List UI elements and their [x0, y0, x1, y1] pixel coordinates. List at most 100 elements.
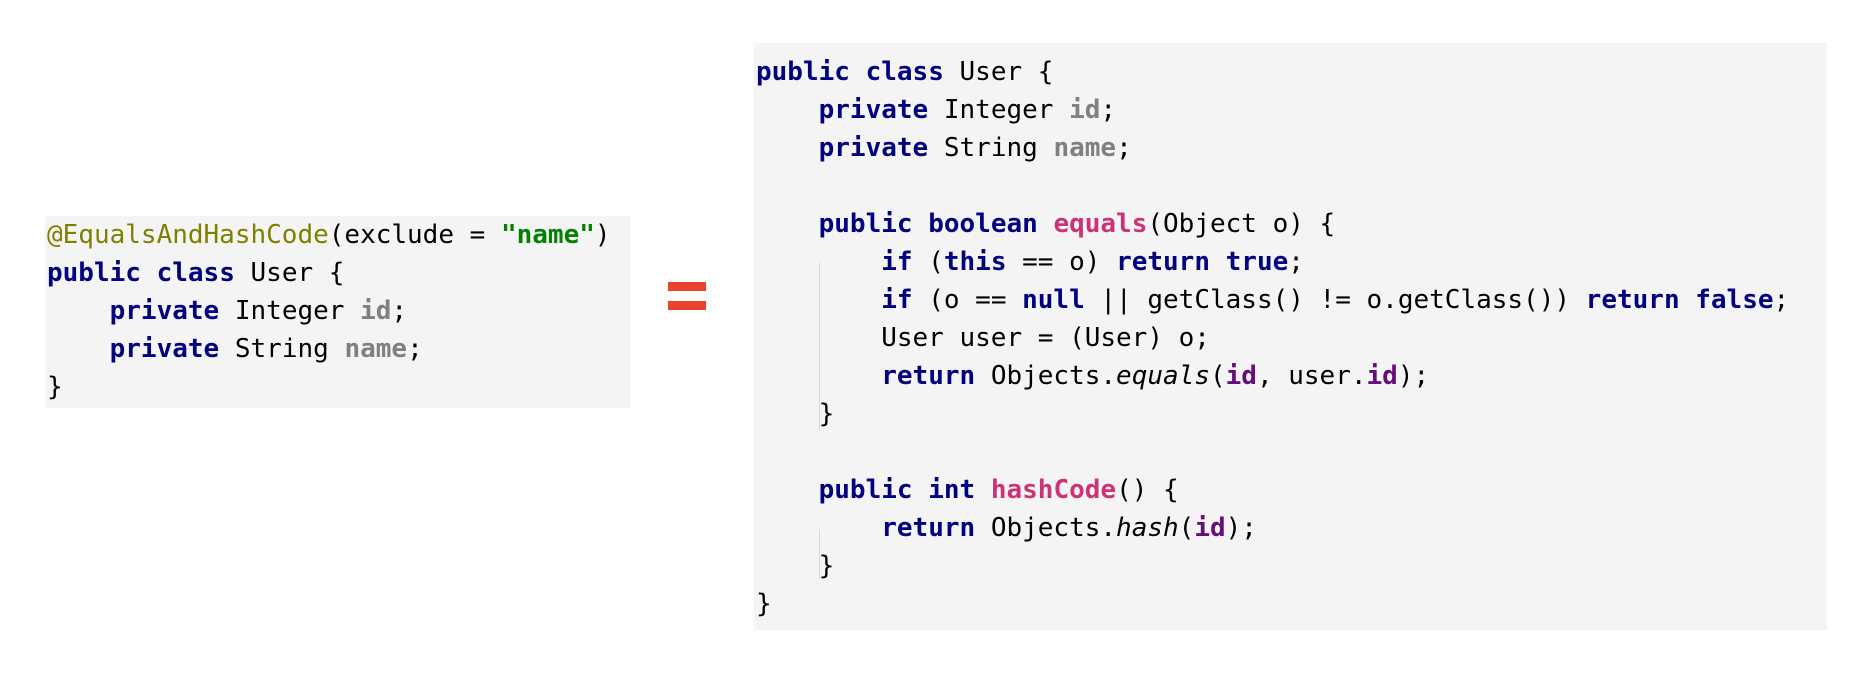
semicolon: ;: [407, 334, 423, 364]
keyword: class: [865, 57, 944, 87]
annotation-args-open: (exclude =: [328, 220, 501, 250]
semicolon: ;: [1100, 95, 1117, 125]
keyword: null: [1022, 285, 1085, 315]
class-ref: Objects.: [990, 361, 1117, 391]
code-line: public class User {: [47, 254, 630, 292]
code-line: public int hashCode() {: [756, 471, 1827, 509]
type-name: String: [234, 334, 329, 364]
semicolon: ;: [1773, 285, 1790, 315]
indent-guide: [819, 263, 820, 431]
equals-bar: [668, 301, 706, 310]
closing-brace: }: [756, 551, 835, 581]
code-line: User user = (User) o;: [756, 319, 1827, 357]
keyword: return: [881, 513, 976, 543]
annotation-args-close: ): [594, 220, 611, 250]
code-line: private String name;: [47, 330, 630, 368]
code-text: (: [928, 247, 944, 277]
type-name: String: [943, 133, 1038, 163]
vanilla-java-code-block: public class User { private Integer id; …: [754, 43, 1827, 630]
paren: );: [1225, 513, 1257, 543]
keyword: int: [928, 475, 976, 505]
keyword: private: [818, 95, 929, 125]
code-text: == o): [1022, 247, 1117, 277]
code-line: }: [756, 547, 1827, 585]
closing-brace: }: [756, 399, 835, 429]
equals-sign-icon: [668, 282, 706, 312]
code-line: public class User {: [756, 53, 1827, 91]
keyword: private: [109, 334, 220, 364]
indent: [756, 247, 881, 277]
type-name: Integer: [234, 296, 345, 326]
field-ref: id: [1225, 361, 1257, 391]
keyword: public: [47, 258, 141, 288]
indent: [47, 296, 110, 326]
indent: [756, 209, 819, 239]
field-name: id: [360, 296, 392, 326]
indent: [756, 285, 881, 315]
field-name: name: [344, 334, 408, 364]
code-line: public boolean equals(Object o) {: [756, 205, 1827, 243]
class-name: User {: [959, 57, 1054, 87]
paren: (: [1209, 361, 1226, 391]
keyword: class: [156, 258, 235, 288]
keyword: return: [1116, 247, 1210, 277]
code-line: return Objects.equals(id, user.id);: [756, 357, 1827, 395]
indent: [756, 361, 881, 391]
keyword: private: [109, 296, 220, 326]
annotation: @EqualsAndHashCode: [47, 220, 329, 250]
code-line: if (this == o) return true;: [756, 243, 1827, 281]
static-method-call: hash: [1116, 513, 1179, 543]
paren: (: [1178, 513, 1195, 543]
keyword: public: [818, 475, 913, 505]
field-name: name: [1053, 133, 1117, 163]
equals-bar: [668, 282, 706, 291]
code-line: private Integer id;: [756, 91, 1827, 129]
indent: [756, 133, 819, 163]
static-method-call: equals: [1116, 361, 1210, 391]
blank-line: [756, 433, 1827, 471]
indent-guide: [819, 529, 820, 579]
blank-line: [756, 167, 1827, 205]
method-name: hashCode: [990, 475, 1117, 505]
keyword: return: [1585, 285, 1680, 315]
code-line: return Objects.hash(id);: [756, 509, 1827, 547]
keyword: if: [881, 247, 913, 277]
code-line: private String name;: [756, 129, 1827, 167]
method-signature: (Object o) {: [1147, 209, 1336, 239]
closing-brace: }: [47, 372, 63, 402]
indent: [756, 475, 819, 505]
code-line: if (o == null || getClass() != o.getClas…: [756, 281, 1827, 319]
field-name: id: [1069, 95, 1101, 125]
code-line: private Integer id;: [47, 292, 630, 330]
code-text: , user.: [1256, 361, 1367, 391]
string-literal: "name": [500, 220, 595, 250]
closing-brace: }: [756, 589, 772, 619]
code-text: User user = (User) o;: [756, 323, 1210, 353]
field-ref: id: [1194, 513, 1226, 543]
field-ref: id: [1366, 361, 1398, 391]
code-line: @EqualsAndHashCode(exclude = "name"): [47, 216, 630, 254]
keyword: true: [1225, 247, 1289, 277]
indent: [756, 95, 819, 125]
keyword: public: [818, 209, 913, 239]
keyword: private: [818, 133, 929, 163]
indent: [756, 513, 881, 543]
code-text: (o ==: [928, 285, 1023, 315]
lombok-code-block: @EqualsAndHashCode(exclude = "name")publ…: [45, 216, 630, 408]
code-line: }: [47, 368, 630, 406]
method-signature: () {: [1116, 475, 1179, 505]
class-name: User {: [250, 258, 345, 288]
indent: [47, 334, 110, 364]
class-ref: Objects.: [990, 513, 1117, 543]
type-name: Integer: [943, 95, 1054, 125]
code-text: || getClass() != o.getClass()): [1100, 285, 1586, 315]
keyword: return: [881, 361, 976, 391]
code-line: }: [756, 395, 1827, 433]
semicolon: ;: [391, 296, 408, 326]
keyword: false: [1695, 285, 1774, 315]
keyword: if: [881, 285, 913, 315]
paren: );: [1397, 361, 1430, 391]
keyword: public: [756, 57, 850, 87]
semicolon: ;: [1288, 247, 1304, 277]
keyword: boolean: [928, 209, 1038, 239]
